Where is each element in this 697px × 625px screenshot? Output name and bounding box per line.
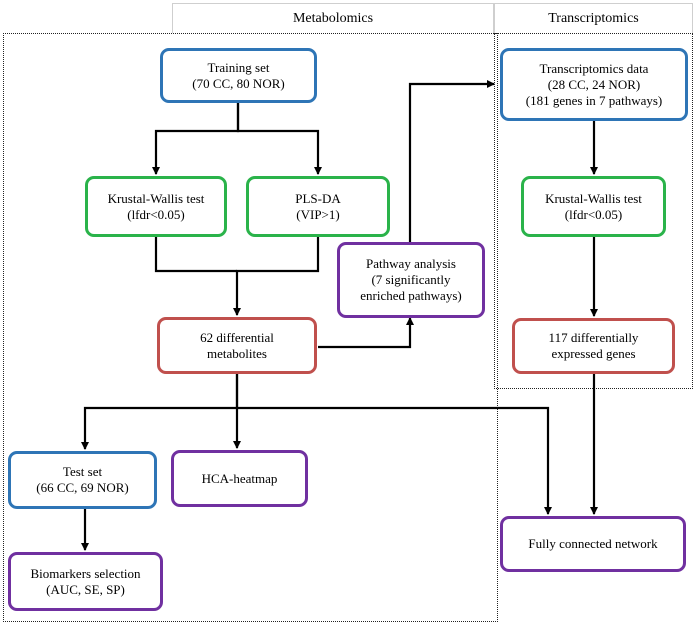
edge-kw-diff bbox=[154, 237, 237, 273]
node-differential-metabolites: 62 differential metabolites bbox=[157, 317, 317, 374]
biomarkers-line2: (AUC, SE, SP) bbox=[46, 581, 125, 597]
pathway-line3: enriched pathways) bbox=[360, 288, 462, 303]
trans-data-line3: (181 genes in 7 pathways) bbox=[525, 92, 663, 108]
training-set-line2: (70 CC, 80 NOR) bbox=[192, 75, 285, 91]
transcriptomics-label: Transcriptomics bbox=[548, 10, 639, 26]
node-fully-connected-network: Fully connected network bbox=[500, 516, 686, 572]
diff-metab-line1: 62 differential bbox=[200, 329, 274, 345]
node-biomarkers-selection: Biomarkers selection (AUC, SE, SP) bbox=[8, 552, 163, 611]
plsda-line1: PLS-DA bbox=[295, 190, 341, 206]
kw-trans-line2: (lfdr<0.05) bbox=[564, 206, 623, 222]
plsda-line2: (VIP>1) bbox=[296, 206, 340, 222]
edge-training-kw bbox=[152, 103, 240, 175]
trans-data-line2: (28 CC, 24 NOR) bbox=[547, 76, 641, 92]
node-transcriptomics-data: Transcriptomics data (28 CC, 24 NOR) (18… bbox=[500, 48, 688, 121]
biomarkers-line1: Biomarkers selection bbox=[30, 565, 141, 581]
transcriptomics-header: Transcriptomics bbox=[494, 3, 693, 33]
training-set-line1: Training set bbox=[207, 59, 270, 75]
edge-pathway-transcriptomics bbox=[408, 80, 495, 242]
node-pathway-analysis: Pathway analysis (7 significantly enrich… bbox=[337, 242, 485, 318]
edge-diff-pathway bbox=[318, 317, 414, 349]
diff-genes-line2: expressed genes bbox=[551, 346, 636, 361]
kw-metab-line1: Krustal-Wallis test bbox=[107, 190, 205, 206]
node-kw-test-transcriptomics: Krustal-Wallis test (lfdr<0.05) bbox=[521, 176, 666, 237]
kw-trans-line1: Krustal-Wallis test bbox=[545, 190, 642, 206]
pathway-line2: (7 significantly bbox=[371, 272, 451, 287]
node-plsda: PLS-DA (VIP>1) bbox=[246, 176, 390, 237]
node-hca-heatmap: HCA-heatmap bbox=[171, 450, 308, 507]
edge-training-plsda bbox=[236, 103, 322, 175]
node-kw-test-metabolomics: Krustal-Wallis test (lfdr<0.05) bbox=[85, 176, 227, 237]
metabolomics-label: Metabolomics bbox=[292, 10, 374, 26]
metabolomics-region bbox=[3, 33, 498, 622]
hca-line1: HCA-heatmap bbox=[201, 470, 278, 486]
diff-metab-line2: metabolites bbox=[207, 345, 267, 361]
node-differential-genes: 117 differentially expressed genes bbox=[512, 318, 675, 374]
kw-metab-line2: (lfdr<0.05) bbox=[127, 206, 185, 222]
node-test-set: Test set (66 CC, 69 NOR) bbox=[8, 451, 157, 509]
test-set-line2: (66 CC, 69 NOR) bbox=[36, 480, 129, 495]
node-training-set: Training set (70 CC, 80 NOR) bbox=[160, 48, 317, 103]
trans-data-line1: Transcriptomics data bbox=[539, 60, 649, 76]
edge-diff-testset bbox=[81, 374, 239, 450]
metabolomics-header: Metabolomics bbox=[172, 3, 494, 33]
diff-genes-line1: 117 differentially bbox=[548, 330, 639, 345]
network-line1: Fully connected network bbox=[528, 536, 658, 551]
edge-plsda-diff bbox=[233, 237, 320, 316]
test-set-line1: Test set bbox=[62, 464, 103, 479]
edge-diff-network bbox=[237, 406, 552, 515]
pathway-line1: Pathway analysis bbox=[366, 256, 456, 271]
